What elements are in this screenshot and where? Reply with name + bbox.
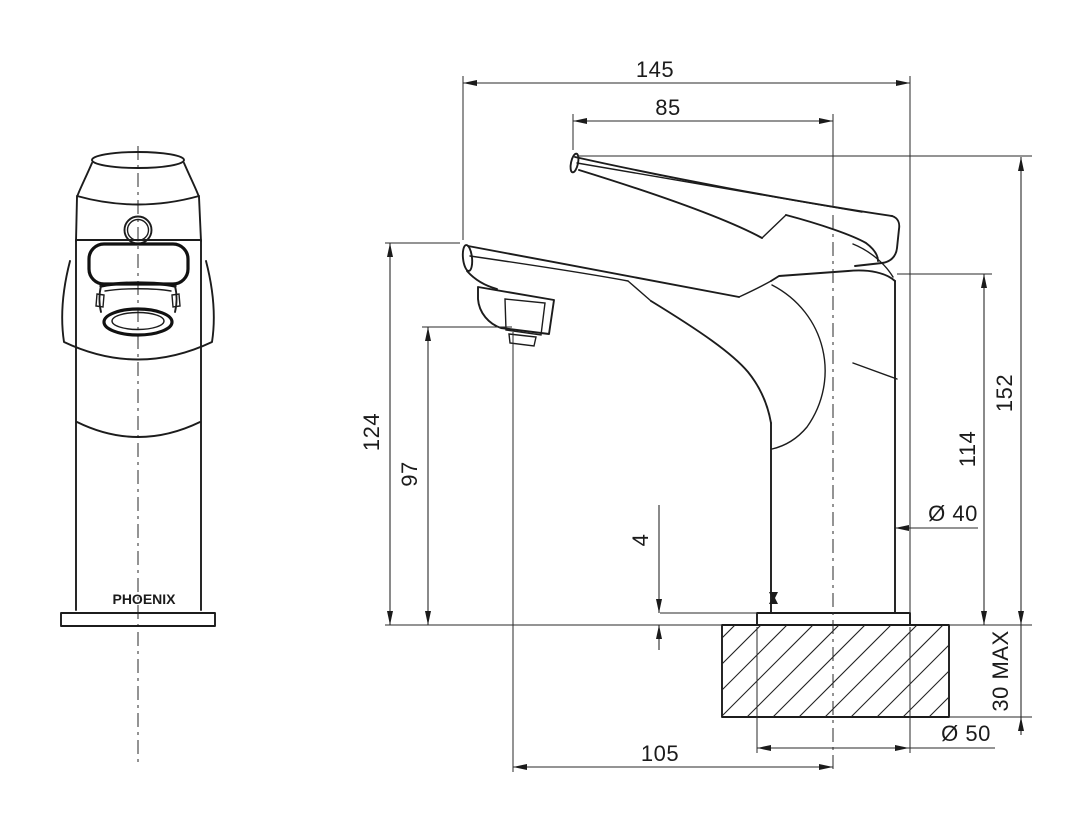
dim-outlet-reach: 105: [512, 332, 833, 772]
aerator-ring-right: [174, 285, 178, 313]
handle-left-edge: [75, 162, 93, 242]
bench-bottom-arrow: [1018, 717, 1024, 731]
body-top-edge: [770, 269, 896, 282]
dim-overall-height: 152: [578, 155, 1032, 735]
handle-top-edge: [574, 156, 893, 217]
dim-label-97: 97: [397, 461, 422, 486]
aerator-inner-arc: [104, 288, 172, 292]
handle-rear-face: [854, 215, 901, 267]
dim-label-d50: Ø 50: [941, 721, 991, 746]
bench-section: [721, 624, 950, 718]
side-view: [461, 152, 950, 772]
spout-body-joint: [738, 280, 772, 298]
spout-shroud: [61, 260, 215, 361]
brand-label: PHOENIX: [112, 591, 176, 607]
aerator-tab-right: [171, 293, 181, 308]
dim-label-105: 105: [641, 741, 679, 766]
handle-top-ellipse: [91, 151, 185, 169]
dim-label-124: 124: [359, 413, 384, 451]
dimensions: 145 85 152 114: [359, 57, 1032, 772]
bench-outline: [721, 624, 950, 718]
aerator-outer-ellipse: [102, 307, 174, 337]
dim-body-top-height: 114: [897, 273, 992, 625]
dim-spout-tip-height: 124: [359, 242, 460, 625]
handle-fold-line: [761, 214, 787, 239]
spout-fold-line: [627, 280, 652, 302]
spout-top-edge: [467, 245, 740, 298]
body-intersection-arc: [771, 284, 826, 450]
aerator-side: [477, 286, 555, 335]
dim-handle-to-centre: 85: [572, 95, 834, 207]
aerator-inner-ellipse: [111, 311, 165, 331]
dim-label-152: 152: [992, 374, 1017, 412]
dim-body-diameter: Ø 40: [895, 501, 978, 531]
dim-outlet-height: 97: [397, 326, 512, 625]
handle-body-joint-arc: [76, 195, 200, 206]
spout-underside-contour: [650, 300, 772, 424]
dim-label-d40: Ø 40: [928, 501, 978, 526]
dim-overall-length: 145: [462, 57, 911, 613]
body-contour-line: [852, 362, 898, 380]
spout-tip: [461, 244, 474, 272]
dim-label-114: 114: [955, 431, 980, 468]
aerator-ring-top: [99, 281, 177, 288]
dim-base-thickness: 4: [628, 505, 757, 650]
handle-underside-rear: [785, 214, 879, 262]
dim-base-diameter: Ø 50: [756, 627, 995, 753]
base-plate-front: [60, 612, 216, 627]
body-cone-arc: [76, 421, 201, 438]
aerator-tab-left: [95, 293, 105, 308]
handle-underside: [578, 169, 763, 239]
bench-hatching: [721, 624, 950, 718]
aerator-ring-left: [98, 285, 102, 313]
front-view: PHOENIX: [60, 146, 216, 766]
aerator-side-inner: [504, 298, 546, 336]
dim-label-30max: 30 MAX: [988, 630, 1013, 711]
indicator-marker: [769, 592, 778, 604]
dim-bench-thickness: 30 MAX: [988, 630, 1013, 711]
spout-underside-front: [466, 270, 498, 290]
spout-inner-line: [469, 255, 629, 282]
handle-right-edge: [183, 162, 202, 242]
dim-label-145: 145: [636, 57, 674, 82]
handle-blade-line: [576, 162, 863, 213]
dim-label-4: 4: [628, 534, 653, 547]
aerator-side-lip: [508, 333, 537, 347]
dim-label-85: 85: [655, 95, 680, 120]
pivot-dome-arc: [852, 243, 894, 278]
